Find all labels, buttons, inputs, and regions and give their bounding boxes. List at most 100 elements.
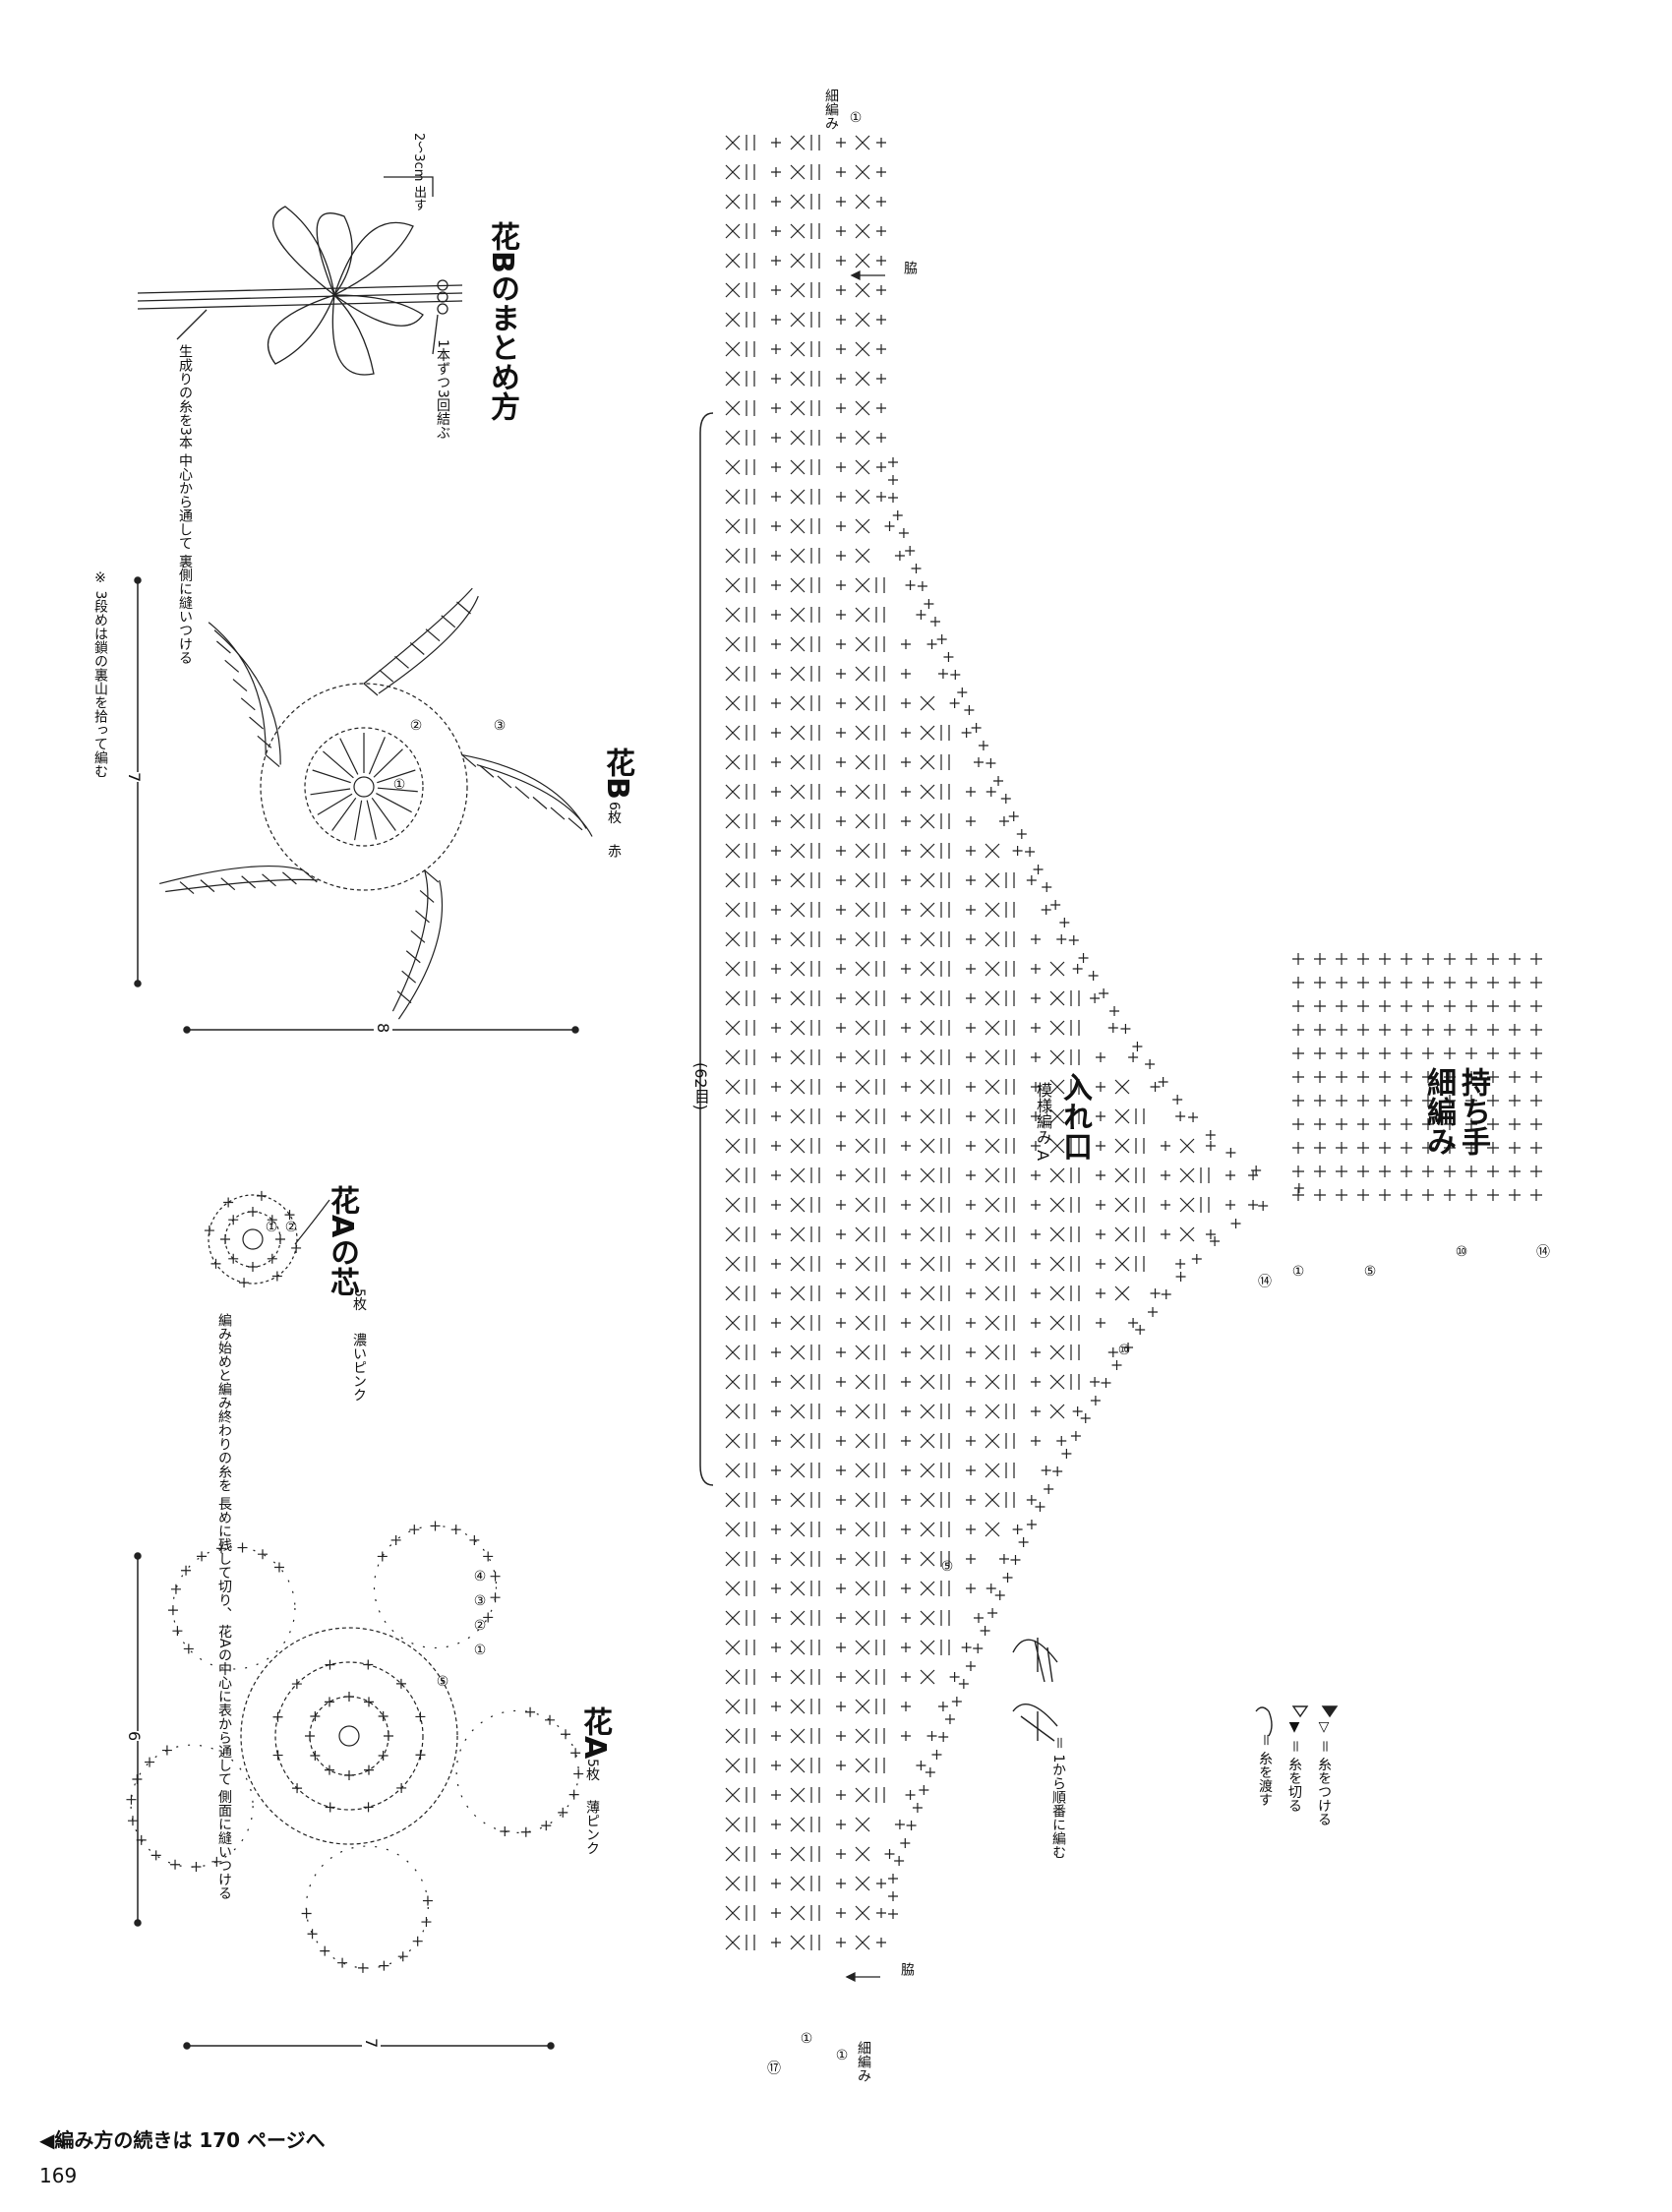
cross-stitch	[725, 223, 741, 239]
sc-stitch	[985, 758, 996, 768]
dc-stitch	[875, 1020, 885, 1036]
dc-stitch	[810, 1197, 820, 1213]
sc-stitch	[836, 1406, 846, 1416]
sc-stitch	[1379, 1095, 1391, 1106]
sc-stitch	[961, 728, 972, 738]
dc-stitch	[746, 1787, 755, 1803]
cross-stitch	[985, 1374, 1000, 1390]
sc-stitch	[1292, 1142, 1304, 1154]
sc-stitch	[310, 1711, 321, 1721]
dc-stitch	[875, 1049, 885, 1065]
cross-stitch	[1049, 1345, 1065, 1360]
sc-stitch	[483, 1612, 494, 1623]
sc-stitch	[836, 1790, 846, 1800]
flower-b-stitch	[405, 950, 421, 964]
sc-stitch	[1422, 977, 1434, 988]
sc-stitch	[1379, 1000, 1391, 1012]
flower-a-color: 薄ピンク	[584, 1800, 600, 1855]
cross-stitch	[855, 1522, 870, 1537]
flower-a-round-1: ①	[472, 1643, 488, 1658]
flower-b-stitch	[456, 601, 471, 615]
dc-stitch	[746, 636, 755, 652]
cross-stitch	[920, 1020, 935, 1036]
flower-b-stitch	[514, 786, 530, 800]
sc-stitch	[150, 1850, 161, 1861]
dc-stitch	[810, 961, 820, 977]
flower-b-stitch	[550, 807, 566, 820]
sc-stitch	[172, 1626, 183, 1637]
cross-stitch	[1114, 1256, 1130, 1272]
cross-stitch	[920, 1167, 935, 1183]
handle-stitch-grid	[1292, 953, 1542, 1201]
sc-stitch	[1401, 1024, 1412, 1036]
cross-stitch	[855, 135, 870, 150]
dc-stitch	[1005, 1079, 1015, 1095]
cross-stitch	[1179, 1226, 1195, 1242]
sc-stitch	[1016, 829, 1027, 839]
cross-stitch	[725, 1433, 741, 1449]
cross-stitch	[855, 1758, 870, 1773]
sc-stitch	[836, 285, 846, 295]
cross-stitch	[725, 164, 741, 180]
flower-b-stitch	[282, 871, 297, 885]
cross-stitch	[725, 371, 741, 387]
sc-stitch	[267, 1215, 277, 1226]
sc-stitch	[1487, 1118, 1499, 1130]
sc-stitch	[1465, 1071, 1477, 1083]
dc-stitch	[746, 813, 755, 829]
sc-stitch	[1175, 1272, 1186, 1282]
sc-stitch	[876, 1879, 886, 1888]
sc-stitch	[1401, 953, 1412, 965]
cross-stitch	[725, 1699, 741, 1714]
cross-stitch	[920, 1463, 935, 1478]
flower-b-spoke	[373, 748, 403, 778]
sc-stitch	[1401, 1047, 1412, 1059]
sc-stitch	[1379, 953, 1391, 965]
cross-stitch	[790, 312, 806, 328]
sc-stitch	[993, 776, 1004, 786]
handle-row-14-top: ⑭	[1534, 1244, 1550, 1258]
sc-stitch	[1357, 953, 1369, 965]
sc-stitch	[396, 1782, 407, 1793]
cross-stitch	[790, 1492, 806, 1508]
dc-stitch	[875, 577, 885, 593]
sc-stitch	[771, 1082, 781, 1092]
cross-stitch	[985, 1345, 1000, 1360]
cross-stitch	[985, 1108, 1000, 1124]
sc-stitch	[237, 1542, 248, 1553]
cross-stitch	[1114, 1226, 1130, 1242]
sc-stitch	[1056, 1436, 1067, 1446]
sc-stitch	[771, 403, 781, 413]
sc-stitch	[1031, 993, 1041, 1003]
sc-stitch	[894, 1820, 905, 1829]
sc-stitch	[1487, 977, 1499, 988]
cross-stitch	[920, 961, 935, 977]
dc-stitch	[940, 843, 950, 859]
dc-stitch	[746, 1492, 755, 1508]
dc-stitch	[940, 1345, 950, 1360]
sc-stitch	[771, 1406, 781, 1416]
sc-stitch	[1158, 1077, 1168, 1087]
sc-stitch	[771, 1643, 781, 1652]
sc-stitch	[1031, 934, 1041, 944]
sc-stitch	[379, 1960, 389, 1971]
sc-stitch	[836, 787, 846, 797]
cross-stitch	[985, 931, 1000, 947]
cross-stitch	[855, 813, 870, 829]
sc-stitch	[901, 669, 911, 679]
sc-stitch	[1444, 1071, 1456, 1083]
dc-stitch	[746, 400, 755, 416]
dc-stitch	[746, 843, 755, 859]
sc-stitch	[836, 698, 846, 708]
dc-stitch	[746, 931, 755, 947]
cross-stitch	[725, 1404, 741, 1419]
flower-a-drawing	[126, 1521, 584, 1973]
sc-stitch	[1509, 1047, 1521, 1059]
sc-stitch	[836, 167, 846, 177]
cross-stitch	[725, 1522, 741, 1537]
sc-stitch	[337, 1957, 348, 1968]
sc-stitch	[966, 1288, 976, 1298]
sc-stitch	[836, 993, 846, 1003]
cross-stitch	[855, 548, 870, 564]
sc-stitch	[1422, 1118, 1434, 1130]
